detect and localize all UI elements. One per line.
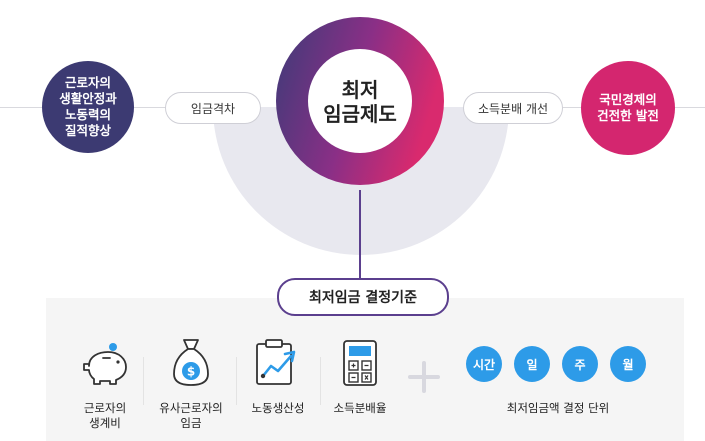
criteria-label-line: 소득분배율 [333,401,387,415]
income-distribution-pill: 소득분배 개선 [463,92,563,124]
unit-day: 일 [514,346,550,382]
piggy-bank-icon [83,343,127,385]
money-bag-icon: $ [173,339,209,386]
center-title-line2: 임금제도 [323,102,397,126]
unit-week: 주 [562,346,598,382]
left-goal-circle [42,61,134,153]
connector-line [359,190,361,280]
criteria-divider [143,357,144,405]
criteria-title: 최저임금 결정기준 [277,278,449,316]
criteria-divider [236,357,237,405]
criteria-label-line: 유사근로자의 [159,401,223,415]
left-goal-line: 생활안정과 [59,91,117,106]
central-ring [276,17,444,185]
right-goal-circle [581,61,675,155]
plus-icon [408,361,440,393]
left-goal-line: 노동력의 [64,107,111,122]
right-goal-line: 건전한 발전 [597,108,659,123]
left-goal-text: 근로자의 생활안정과 노동력의 질적향상 [42,61,134,153]
unit-hour: 시간 [466,346,502,382]
units-caption: 최저임금액 결정 단위 [506,401,610,415]
criteria-label-distribution-ratio: 소득분배율 [324,401,396,416]
left-goal-line: 근로자의 [64,75,111,90]
criteria-label-similar-wages: 유사근로자의 임금 [151,401,231,431]
right-goal-text: 국민경제의 건전한 발전 [581,61,675,155]
wage-gap-pill: 임금격차 [165,92,261,124]
svg-text:$: $ [187,365,195,379]
center-title-line1: 최저 [341,78,379,102]
right-goal-line: 국민경제의 [599,92,657,107]
criteria-label-cost-of-living: 근로자의 생계비 [70,401,140,431]
criteria-label-line: 근로자의 [83,401,127,415]
calculator-icon [343,340,377,386]
center-title: 최저 임금제도 [310,78,410,126]
growth-chart-icon [256,339,296,385]
unit-month: 월 [610,346,646,382]
criteria-label-line: 임금 [180,416,202,430]
criteria-label-line: 생계비 [89,416,121,430]
left-goal-line: 질적향상 [64,123,111,138]
criteria-label-line: 노동생산성 [251,401,305,415]
criteria-label-productivity: 노동생산성 [240,401,316,416]
criteria-divider [320,357,321,405]
